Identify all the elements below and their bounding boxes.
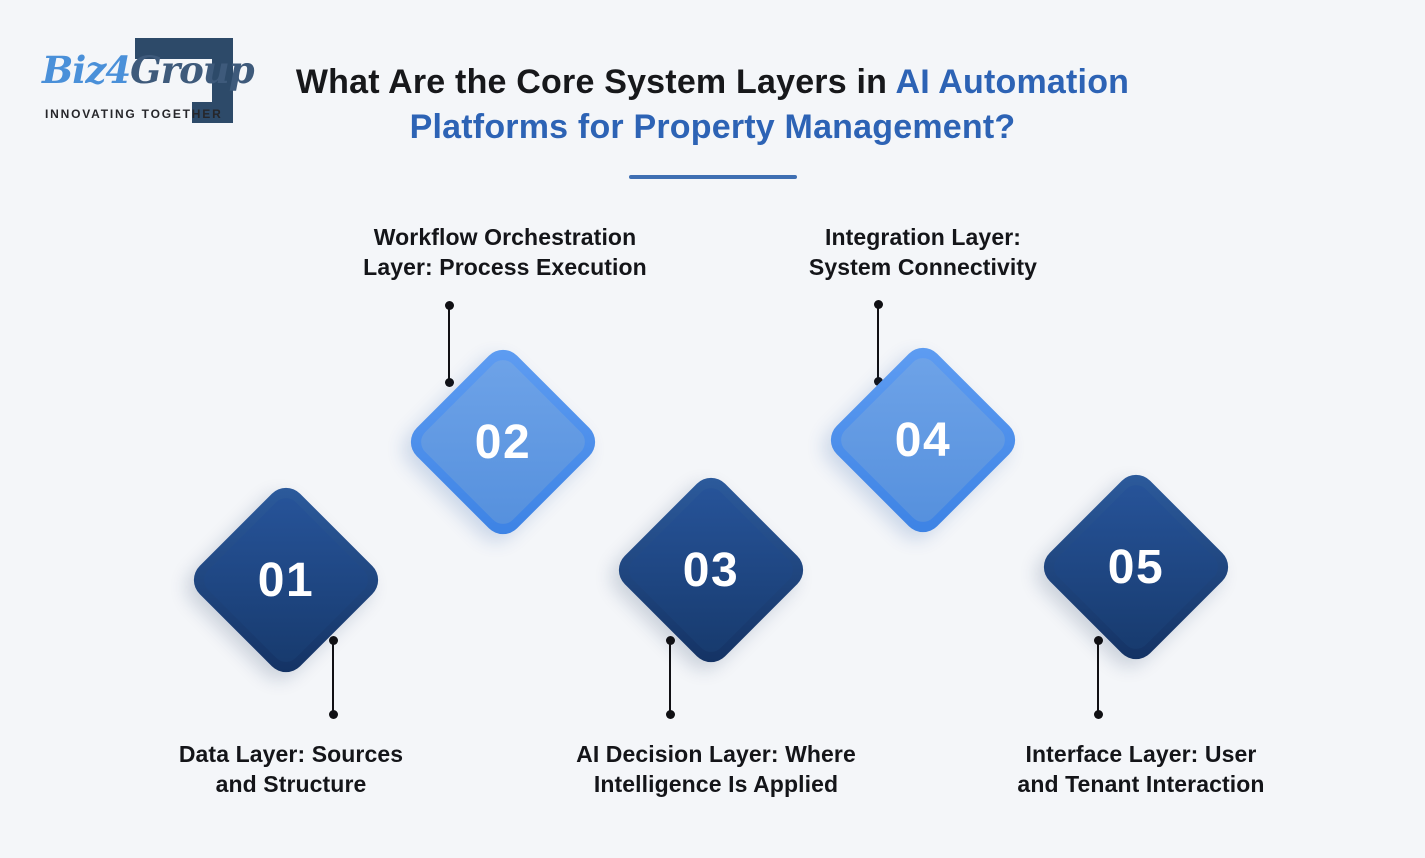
step-02-label-line1: Workflow Orchestration xyxy=(373,224,637,250)
step-01-label-line2: and Structure xyxy=(215,771,367,797)
connector-02 xyxy=(444,301,454,387)
step-02-label-line2: Layer: Process Execution xyxy=(363,254,647,280)
step-03-number: 03 xyxy=(682,543,740,597)
brand-logo: Biz4Group INNOVATING TOGETHER xyxy=(40,27,255,131)
step-01-number: 01 xyxy=(257,553,315,607)
step-05-label-line2: and Tenant Interaction xyxy=(1017,771,1265,797)
brand-word-group: Group xyxy=(130,48,255,92)
page-title-accent-line2: Platforms for Property Management? xyxy=(409,108,1016,146)
diamond-05: 05 xyxy=(1035,466,1237,668)
diamond-04: 04 xyxy=(822,339,1024,541)
step-04-label-line1: Integration Layer: xyxy=(824,224,1022,250)
bracket-logo-icon xyxy=(135,38,233,123)
diamond-01: 01 xyxy=(185,479,387,681)
step-03-label-line1: AI Decision Layer: Where xyxy=(576,741,856,767)
connector-04 xyxy=(873,300,883,386)
step-04-label: Integration Layer: System Connectivity xyxy=(743,222,1103,282)
page-title-dark-part: What Are the Core System Layers in xyxy=(295,63,896,101)
brand-tagline: INNOVATING TOGETHER xyxy=(45,107,223,121)
page-title-accent-line1: AI Automation xyxy=(895,63,1130,101)
step-05-label-line1: Interface Layer: User xyxy=(1025,741,1257,767)
step-02-number: 02 xyxy=(474,415,532,469)
brand-word-four: 4 xyxy=(105,48,131,92)
page-title: What Are the Core System Layers in AI Au… xyxy=(253,60,1173,150)
step-01-label: Data Layer: Sources and Structure xyxy=(111,739,471,799)
step-04-number: 04 xyxy=(894,413,952,467)
brand-wordmark: Biz4Group xyxy=(42,48,255,92)
title-underline xyxy=(628,175,797,179)
diamond-03: 03 xyxy=(610,469,812,671)
step-03-label: AI Decision Layer: Where Intelligence Is… xyxy=(516,739,916,799)
brand-word-biz: Biz xyxy=(42,48,106,92)
step-04-label-line2: System Connectivity xyxy=(808,254,1038,280)
step-02-label: Workflow Orchestration Layer: Process Ex… xyxy=(325,222,685,282)
step-03-label-line2: Intelligence Is Applied xyxy=(593,771,839,797)
step-05-label: Interface Layer: User and Tenant Interac… xyxy=(941,739,1341,799)
connector-05 xyxy=(1093,636,1103,719)
step-01-label-line1: Data Layer: Sources xyxy=(178,741,404,767)
connector-01 xyxy=(328,636,338,719)
connector-03 xyxy=(665,636,675,719)
step-05-number: 05 xyxy=(1107,540,1165,594)
diamond-02: 02 xyxy=(402,341,604,543)
